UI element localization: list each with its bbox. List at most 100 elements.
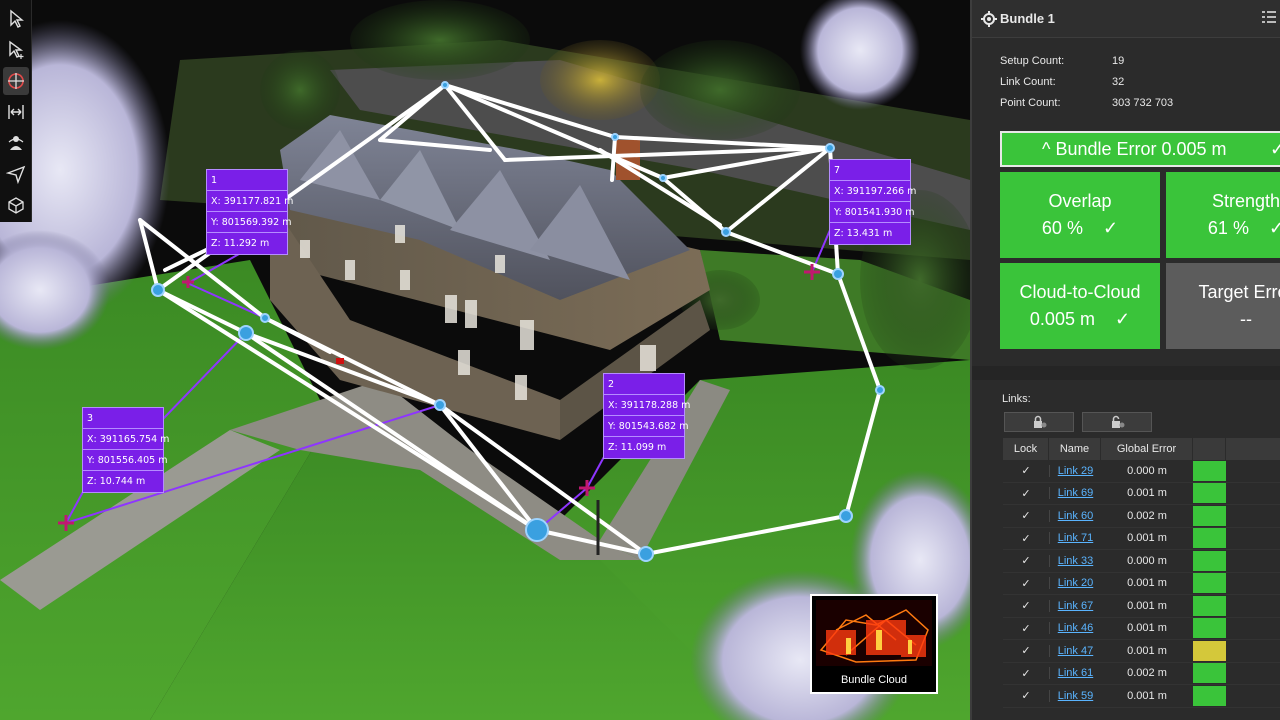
cloud-to-cloud-tile[interactable]: Cloud-to-Cloud 0.005 m ✓	[1000, 263, 1160, 349]
column-header-indicator	[1193, 438, 1226, 460]
plane-tool[interactable]	[3, 160, 29, 188]
select-plus-icon	[8, 40, 23, 59]
links-table-header: Lock Name Global Error	[1003, 438, 1280, 460]
overlap-tile[interactable]: Overlap 60 % ✓	[1000, 172, 1160, 258]
link-name[interactable]: Link 59	[1057, 689, 1094, 702]
point-cloud-viewport[interactable]: 1 X: 391177.821 m Y: 801569.392 m Z: 11.…	[0, 0, 970, 720]
target-infobox-1: 1 X: 391177.821 m Y: 801569.392 m Z: 11.…	[206, 169, 293, 255]
error-status-bar	[1193, 483, 1226, 504]
lock-checkbox[interactable]: ✓	[1021, 510, 1031, 523]
infobox-y: Y: 801541.930 m	[830, 202, 914, 223]
check-icon: ✓	[1269, 218, 1280, 238]
link-name[interactable]: Link 67	[1057, 599, 1094, 612]
stat-label: Setup Count:	[1000, 54, 1065, 67]
select-arrow-tool[interactable]	[3, 5, 29, 33]
link-name-cell: Link 29	[1049, 464, 1101, 477]
infobox-id: 2	[604, 374, 684, 395]
panel-header: Bundle 1	[972, 0, 1280, 38]
error-status-bar	[1193, 640, 1226, 661]
link-name-cell: Link 33	[1049, 554, 1101, 567]
lock-checkbox[interactable]: ✓	[1021, 532, 1031, 545]
lock-checkbox[interactable]: ✓	[1021, 622, 1031, 635]
bundle-cloud-thumbnail[interactable]: Bundle Cloud	[810, 594, 938, 694]
bundle-error-button[interactable]: ^ Bundle Error 0.005 m ✓	[1000, 131, 1280, 167]
table-row[interactable]: ✓ Link 61 0.002 m	[1003, 663, 1280, 685]
table-row[interactable]: ✓ Link 71 0.001 m	[1003, 528, 1280, 550]
lock-checkbox[interactable]: ✓	[1021, 600, 1031, 613]
walk-tool[interactable]	[3, 129, 29, 157]
plane-icon	[5, 165, 25, 184]
link-name[interactable]: Link 61	[1057, 667, 1094, 680]
orbit-tool[interactable]	[2, 67, 29, 95]
measure-tool[interactable]	[3, 98, 29, 126]
list-menu-icon[interactable]	[1262, 10, 1276, 24]
link-name[interactable]: Link 69	[1057, 487, 1094, 500]
bundle-stats: Setup Count: 19 Link Count: 32 Point Cou…	[972, 38, 1280, 113]
infobox-z: Z: 11.099 m	[608, 442, 667, 453]
column-header-name[interactable]: Name	[1049, 438, 1101, 460]
check-icon: ✓	[1270, 139, 1280, 160]
thumbnail-caption: Bundle Cloud	[840, 674, 908, 686]
bundle-panel: Bundle 1 Setup Count: 19 Link Count: 32 …	[970, 0, 1280, 720]
link-name[interactable]: Link 47	[1057, 644, 1094, 657]
strength-tile[interactable]: Strength 61 % ✓	[1166, 172, 1280, 258]
link-name[interactable]: Link 46	[1057, 622, 1094, 635]
link-name[interactable]: Link 20	[1057, 577, 1094, 590]
column-header-global-error[interactable]: Global Error	[1101, 438, 1193, 460]
infobox-x: X: 391178.288 m	[604, 395, 690, 416]
link-name[interactable]: Link 29	[1057, 464, 1094, 477]
table-row[interactable]: ✓ Link 33 0.000 m	[1003, 550, 1280, 573]
links-table-body: ✓ Link 29 0.000 m ✓ Link 69 0.001 m ✓ Link 60 0.…	[1003, 460, 1280, 708]
select-plus-tool[interactable]	[3, 36, 29, 64]
link-name-cell: Link 60	[1049, 509, 1101, 522]
bundle-error-label: ^ Bundle Error 0.005 m	[1042, 138, 1227, 159]
table-row[interactable]: ✓ Link 67 0.001 m	[1003, 595, 1280, 618]
lock-all-button[interactable]	[1004, 412, 1074, 432]
link-name[interactable]: Link 60	[1057, 509, 1094, 522]
cube-icon	[7, 197, 24, 214]
unlock-all-button[interactable]	[1082, 412, 1152, 432]
lock-icon	[1034, 415, 1047, 428]
infobox-y: Y: 801543.682 m	[604, 416, 688, 437]
link-name-cell: Link 69	[1049, 487, 1101, 500]
global-error-cell: 0.002 m	[1127, 509, 1167, 522]
lock-checkbox[interactable]: ✓	[1021, 577, 1031, 590]
lock-checkbox[interactable]: ✓	[1021, 465, 1031, 478]
tile-value: --	[1240, 309, 1252, 329]
global-error-cell: 0.000 m	[1127, 554, 1167, 567]
lock-checkbox[interactable]: ✓	[1021, 555, 1031, 568]
lock-checkbox[interactable]: ✓	[1021, 645, 1031, 658]
target-error-tile[interactable]: Target Error --	[1166, 263, 1280, 349]
table-row[interactable]: ✓ Link 60 0.002 m	[1003, 505, 1280, 528]
walk-icon	[8, 136, 23, 150]
error-status-bar	[1193, 528, 1226, 549]
global-error-cell: 0.001 m	[1127, 532, 1167, 545]
error-status-bar	[1193, 618, 1226, 639]
stat-value: 32	[1112, 75, 1125, 88]
target-infobox-3: 3 X: 391165.754 m Y: 801556.405 m Z: 10.…	[82, 407, 169, 493]
gear-icon	[981, 11, 997, 27]
infobox-z: Z: 13.431 m	[834, 228, 893, 239]
link-name[interactable]: Link 71	[1057, 532, 1094, 545]
link-name[interactable]: Link 33	[1057, 554, 1094, 567]
lock-checkbox[interactable]: ✓	[1021, 690, 1031, 703]
lock-checkbox[interactable]: ✓	[1021, 667, 1031, 680]
global-error-cell: 0.001 m	[1127, 599, 1167, 612]
lock-checkbox[interactable]: ✓	[1021, 487, 1031, 500]
link-name-cell: Link 46	[1049, 622, 1101, 635]
error-status-bar	[1193, 550, 1226, 571]
stat-value: 303 732 703	[1112, 96, 1174, 109]
error-status-bar	[1193, 573, 1226, 594]
global-error-cell: 0.002 m	[1127, 667, 1167, 680]
tile-value: 0.005 m ✓	[1029, 309, 1131, 329]
stat-value: 19	[1112, 54, 1125, 67]
link-name-cell: Link 61	[1049, 667, 1101, 680]
cube-tool[interactable]	[3, 191, 29, 219]
column-header-lock[interactable]: Lock	[1003, 438, 1049, 460]
